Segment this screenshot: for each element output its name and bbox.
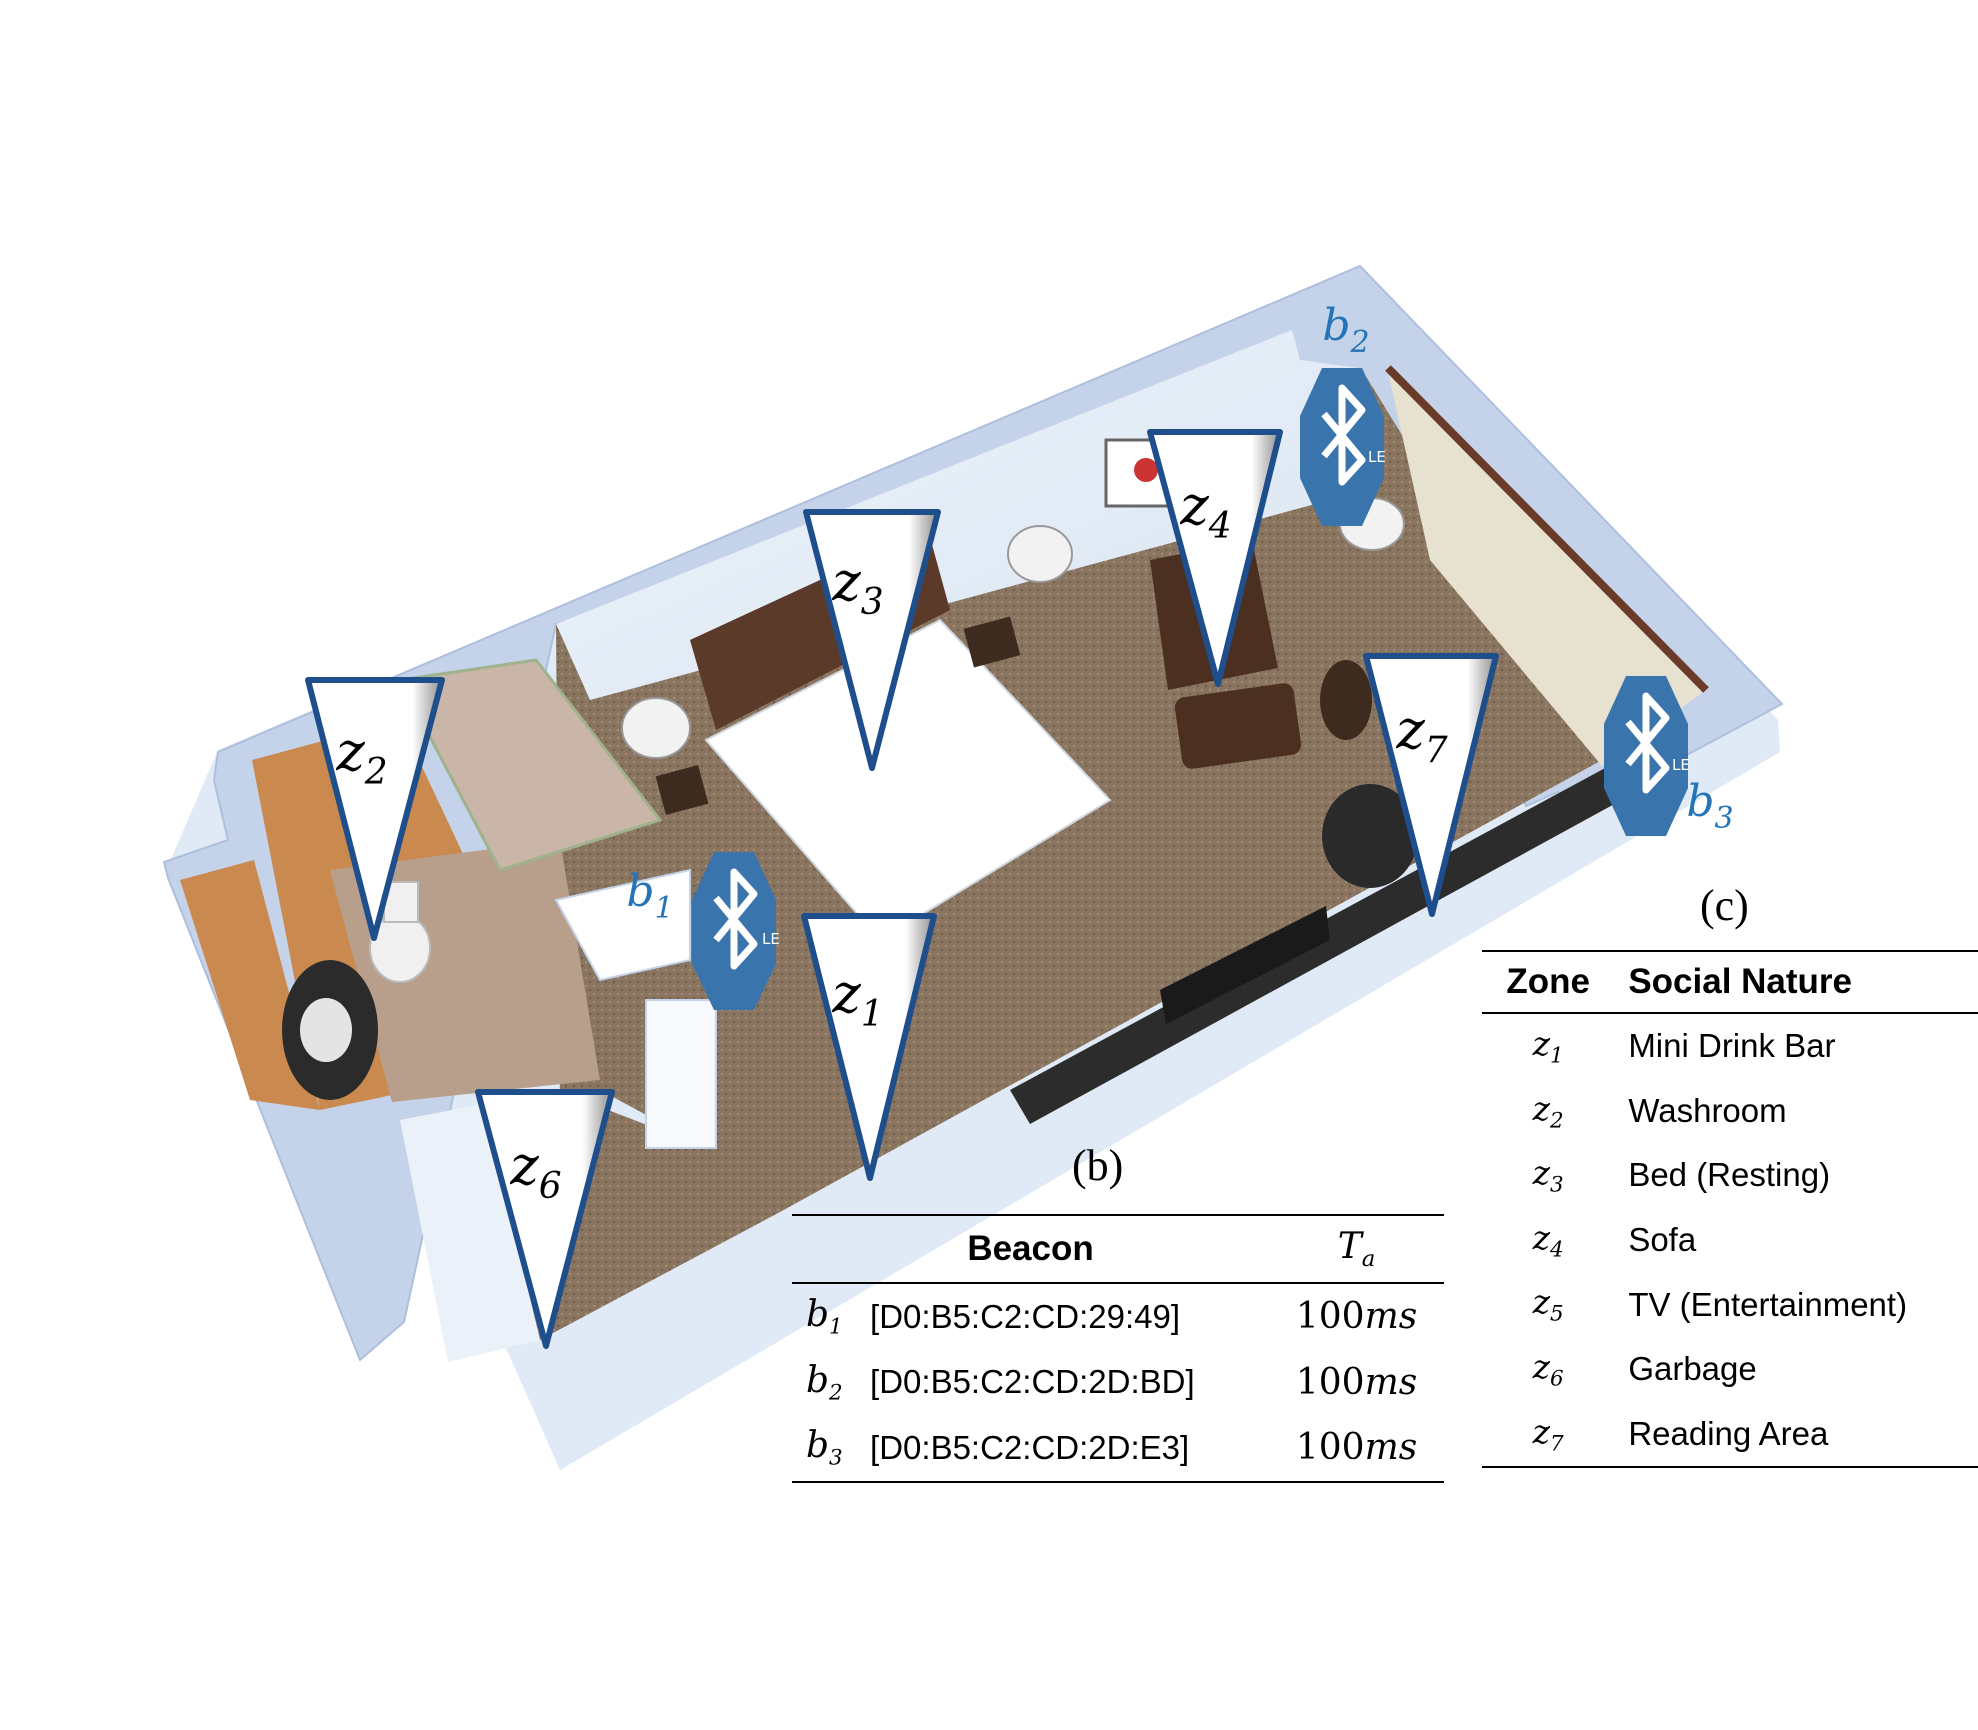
beacon-id: b2 <box>806 1359 843 1406</box>
zone-nature: Reading Area <box>1628 1414 1829 1452</box>
zone-id: z3 <box>1532 1153 1564 1198</box>
svg-text:LE: LE <box>762 930 780 948</box>
curtain-rod <box>1385 365 1709 693</box>
zone-id: z4 <box>1532 1217 1564 1263</box>
beacon-label: b1 <box>626 866 673 926</box>
beacon-label: b3 <box>1686 776 1733 836</box>
window-curtains <box>1388 372 1706 766</box>
wall-picture-art <box>1134 458 1158 482</box>
table-row: z7 Reading Area <box>1482 1402 1978 1468</box>
zone-pin-z1: z1 <box>801 913 937 1181</box>
tv-screen <box>1160 906 1330 1024</box>
zone-label: z7 <box>1395 698 1447 771</box>
beacon-label: b2 <box>1322 300 1369 360</box>
table-row: b3 [D0:B5:C2:CD:2D:E3] 100ms <box>792 1415 1444 1482</box>
zone-pin-z6: z6 <box>475 1089 615 1349</box>
zone-pin-z2: z2 <box>305 677 445 941</box>
col-header-zone: Zone <box>1482 951 1615 1014</box>
table-row: z1 Mini Drink Bar <box>1482 1013 1978 1079</box>
beacon-mac: [D0:B5:C2:CD:29:49] <box>870 1297 1181 1335</box>
zone-nature: Garbage <box>1628 1350 1757 1388</box>
table-row: z6 Garbage <box>1482 1337 1978 1402</box>
zone-id: z6 <box>1532 1346 1564 1392</box>
nightstand-left <box>655 764 709 816</box>
zone-nature: Bed (Resting) <box>1628 1156 1831 1194</box>
beacon-b3: LE b3 <box>1604 676 1734 836</box>
svg-text:LE: LE <box>1368 448 1386 466</box>
zone-id: z5 <box>1532 1282 1564 1327</box>
beacon-mac: [D0:B5:C2:CD:2D:E3] <box>870 1428 1190 1466</box>
zone-nature: TV (Entertainment) <box>1628 1285 1908 1323</box>
mini-bar-niche <box>554 868 691 982</box>
entry-wall <box>400 1090 560 1362</box>
table-header-row: Zone Social Nature <box>1482 951 1978 1014</box>
table-row: b1 [D0:B5:C2:CD:29:49] 100ms <box>792 1283 1444 1350</box>
toilet-tank <box>383 881 419 923</box>
sink-basin <box>300 998 352 1062</box>
table-c-caption: (c) <box>1700 881 1749 930</box>
table-b-caption: (b) <box>1072 1141 1124 1190</box>
beacon-table: Beacon Ta b1 [D0:B5:C2:CD:29:49] 100ms b… <box>792 1214 1444 1483</box>
ottoman <box>1174 683 1302 769</box>
entry-door <box>645 999 717 1149</box>
zone-pin-z3: z3 <box>803 509 941 771</box>
beacon-b2: LE b2 <box>1300 300 1386 526</box>
zone-label: z3 <box>831 550 883 623</box>
table-row: z4 Sofa <box>1482 1208 1978 1273</box>
zone-nature: Sofa <box>1628 1221 1697 1259</box>
col-header-social-nature: Social Nature <box>1614 951 1978 1014</box>
zone-label: z6 <box>509 1134 561 1207</box>
bedroom-back-wall <box>556 330 1358 700</box>
advertising-interval: 100ms <box>1295 1427 1418 1469</box>
lamp-left <box>621 697 691 759</box>
beacon-id: b3 <box>806 1425 843 1471</box>
zone-nature: Washroom <box>1628 1091 1787 1129</box>
zone-label: z4 <box>1179 474 1231 547</box>
advertising-interval: 100ms <box>1295 1361 1418 1403</box>
zone-id: z1 <box>1532 1024 1564 1069</box>
table-row: z2 Washroom <box>1482 1079 1978 1144</box>
zone-id: z2 <box>1532 1088 1564 1134</box>
table-row: b2 [D0:B5:C2:CD:2D:BD] 100ms <box>792 1350 1444 1416</box>
nightstand-right <box>963 616 1021 668</box>
beacon-id: b1 <box>806 1294 843 1340</box>
zone-pin-z7: z7 <box>1363 653 1499 917</box>
zone-label: z2 <box>335 720 387 793</box>
zone-nature: Mini Drink Bar <box>1628 1027 1836 1065</box>
table-row: z3 Bed (Resting) <box>1482 1143 1978 1208</box>
beacons: LE b1 LE b2 LE b3 <box>626 300 1734 1010</box>
zone-pin-z4: z4 <box>1147 429 1283 687</box>
col-header-ta: Ta <box>1269 1215 1444 1284</box>
desk-chair <box>1322 784 1418 888</box>
col-header-beacon: Beacon <box>792 1215 1270 1284</box>
zone-pins: z1 z2 z3 z4 z6 z7 <box>305 429 1499 1349</box>
beacon-mac: [D0:B5:C2:CD:2D:BD] <box>870 1363 1195 1401</box>
table-row: z5 TV (Entertainment) <box>1482 1272 1978 1337</box>
zone-table: Zone Social Nature z1 Mini Drink Bar z2 … <box>1482 950 1978 1469</box>
shower-area <box>397 658 663 872</box>
beacon-b1: LE b1 <box>626 852 780 1010</box>
side-table <box>1320 660 1372 740</box>
zone-label: z1 <box>831 962 883 1035</box>
advertising-interval: 100ms <box>1295 1296 1418 1338</box>
zone-id: z7 <box>1532 1411 1564 1457</box>
svg-text:LE: LE <box>1672 756 1690 774</box>
table-header-row: Beacon Ta <box>792 1215 1444 1284</box>
lamp-right <box>1007 525 1073 583</box>
